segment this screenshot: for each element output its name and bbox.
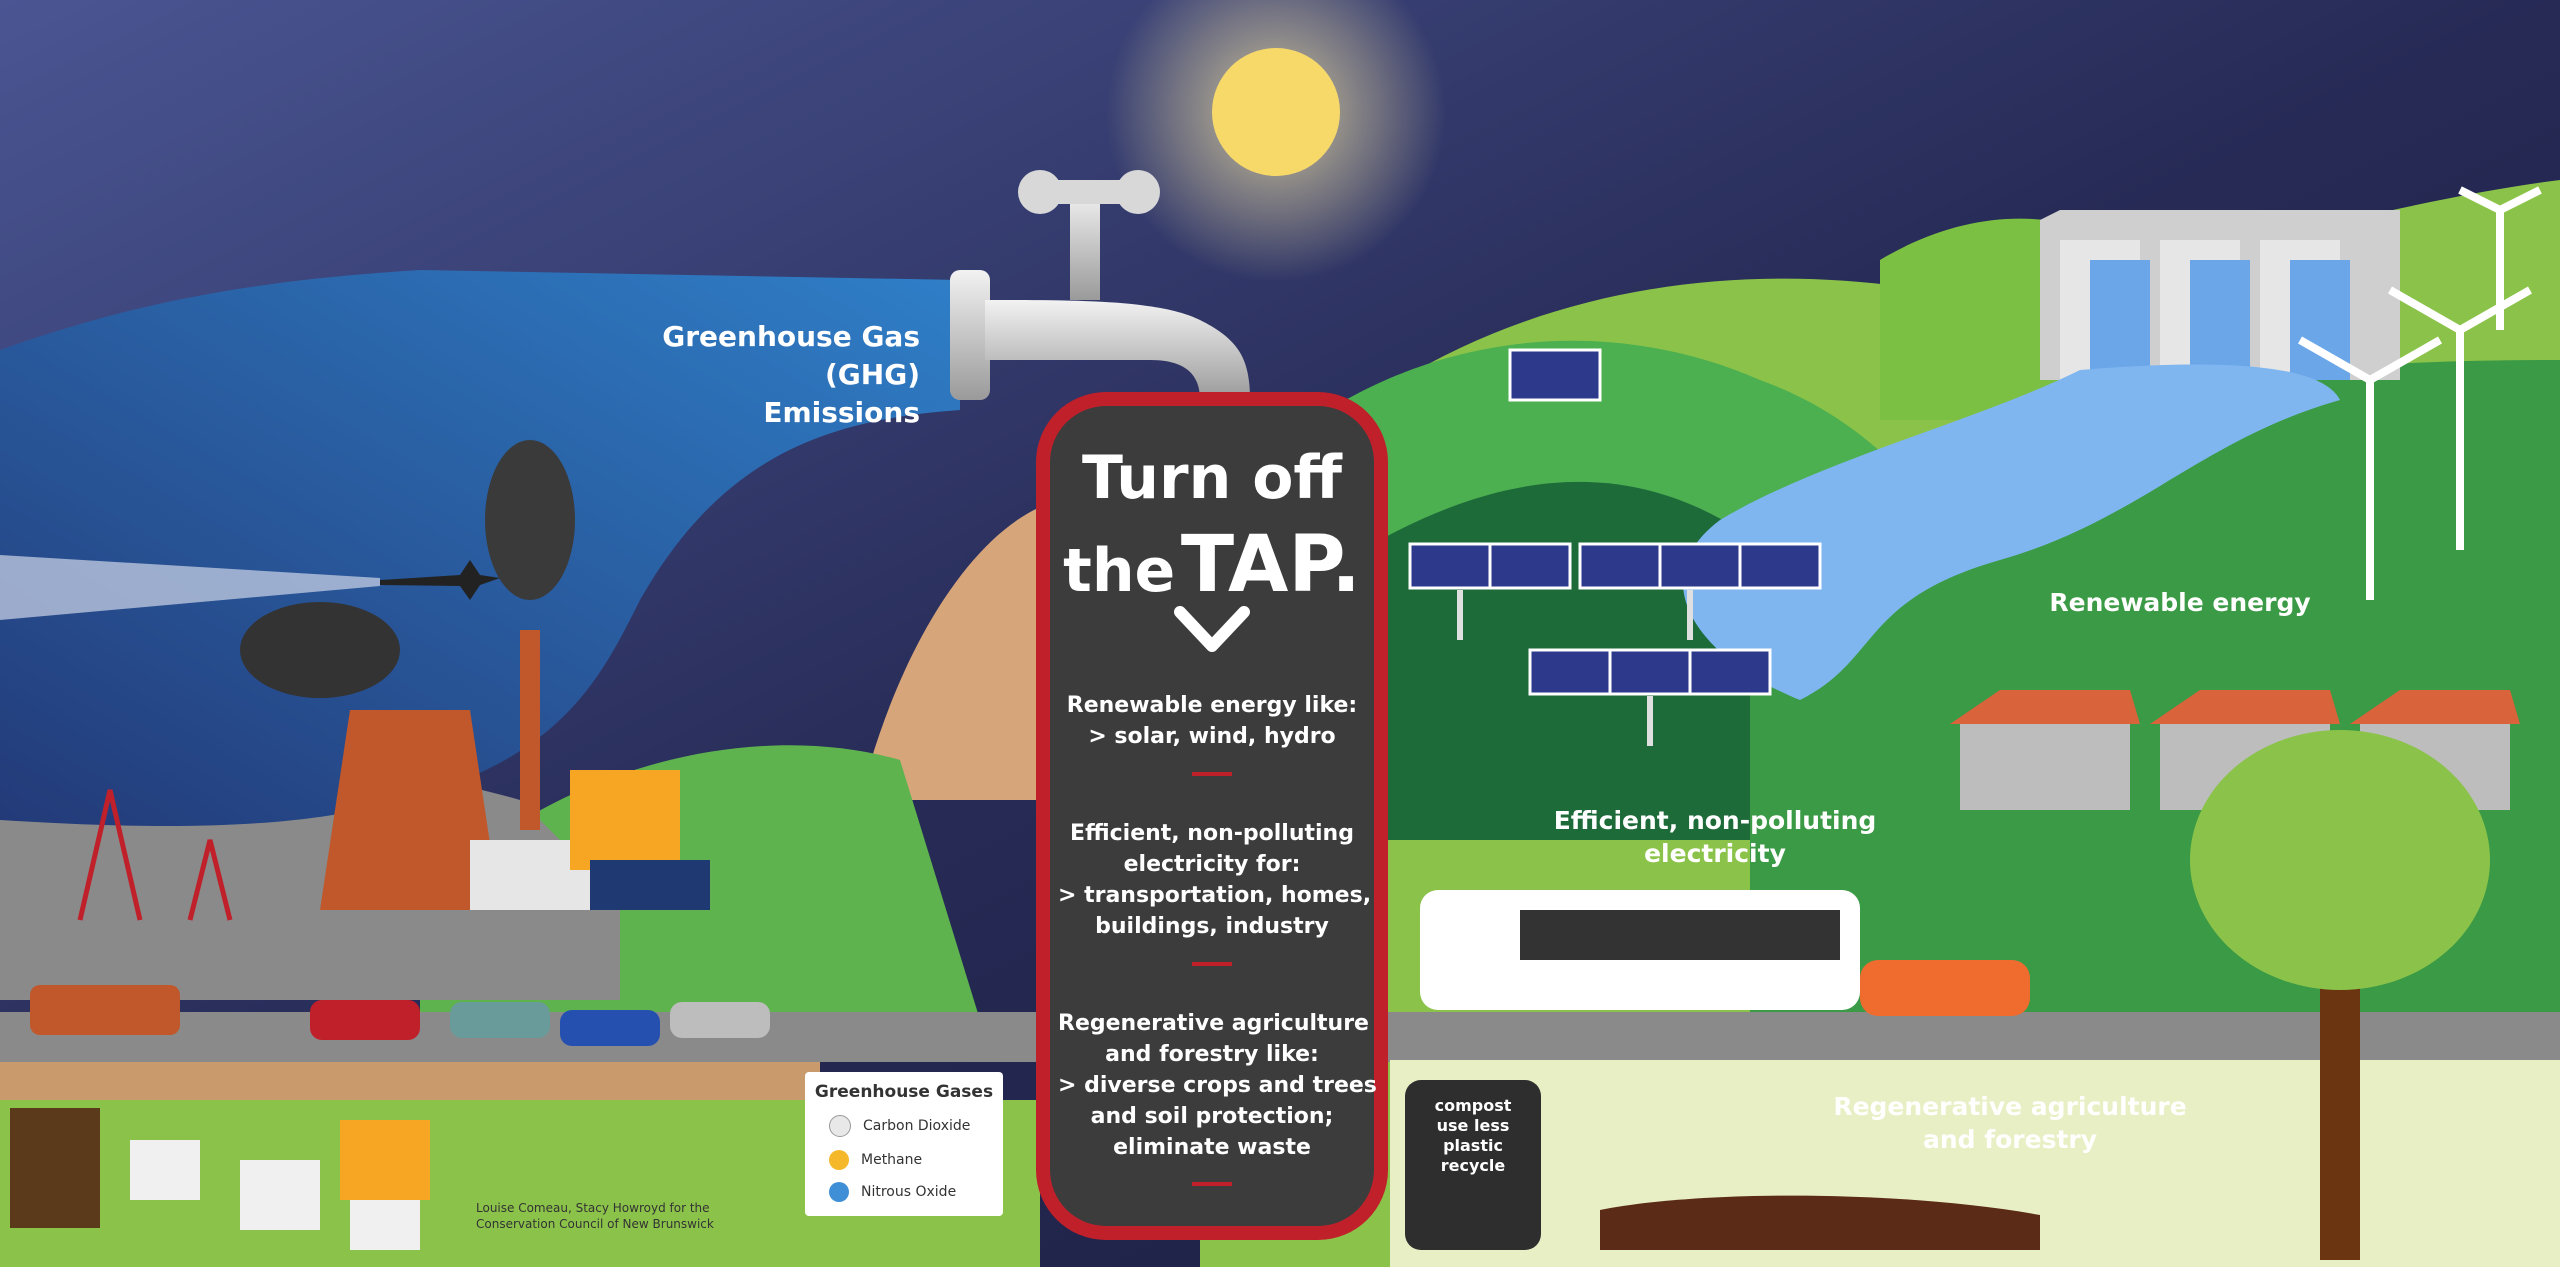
left-houses [10,1108,430,1250]
divider-dash [1192,962,1232,966]
contrail [0,555,380,620]
factory [320,630,710,910]
sun [1212,48,1340,176]
divider-dash [1192,1182,1232,1186]
chevron-down-icon [1174,606,1250,652]
divider-dash [1192,772,1232,776]
emissions-plume [0,270,960,826]
oil-pumps [77,789,233,921]
solar-farm [1408,348,1822,696]
renewable-energy-label: Renewable energy [2049,588,2311,617]
wind-turbines [2298,186,2542,600]
solar-posts [1457,590,1693,746]
vehicles [30,890,2030,1046]
smoke-column [485,440,575,600]
river [1682,364,2340,700]
carbon-dioxide-bubble-icon [829,1115,851,1137]
hydro-dam [2040,210,2400,380]
garden-soil [1600,1195,2040,1250]
credit-text: Louise Comeau, Stacy Howroyd for the Con… [476,1201,714,1231]
efficient-electricity-label: Efficient, non-polluting electricity [1553,806,1877,868]
tap-faucet [950,170,1250,400]
panel-title-line2: the TAP. [1063,520,1361,610]
panel-inner: Turn off the TAP. Renewable energy like:… [1050,406,1377,1226]
airplane-icon [380,560,500,600]
ghg-emissions-label: Greenhouse Gas (GHG) Emissions [662,320,920,429]
turn-off-tap-panel: Turn off the TAP. Renewable energy like:… [1036,392,1388,1240]
legend-item-carbon-dioxide: Carbon Dioxide [829,1114,970,1138]
section-renewable: Renewable energy like: > solar, wind, hy… [1066,693,1358,749]
section-regenerative: Regenerative agriculture and forestry li… [1058,1011,1377,1160]
regenerative-agriculture-label: Regenerative agriculture and forestry [1833,1092,2187,1154]
panel-title-line1: Turn off [1081,443,1343,513]
compost-bin [1405,1080,1541,1250]
legend-item-methane: Methane [829,1148,922,1172]
legend-title: Greenhouse Gases [814,1082,994,1102]
methane-bubble-icon [829,1150,849,1170]
section-efficient: Efficient, non-polluting electricity for… [1058,821,1372,939]
greenhouse-gases-legend: Greenhouse Gases Carbon Dioxide Methane … [805,1072,1003,1216]
legend-item-nitrous-oxide: Nitrous Oxide [829,1180,956,1204]
nitrous-oxide-bubble-icon [829,1182,849,1202]
smoke-cloud [240,602,400,698]
large-tree [2190,730,2490,1260]
compost-bin-label: compost use less plastic recycle [1434,1096,1512,1175]
